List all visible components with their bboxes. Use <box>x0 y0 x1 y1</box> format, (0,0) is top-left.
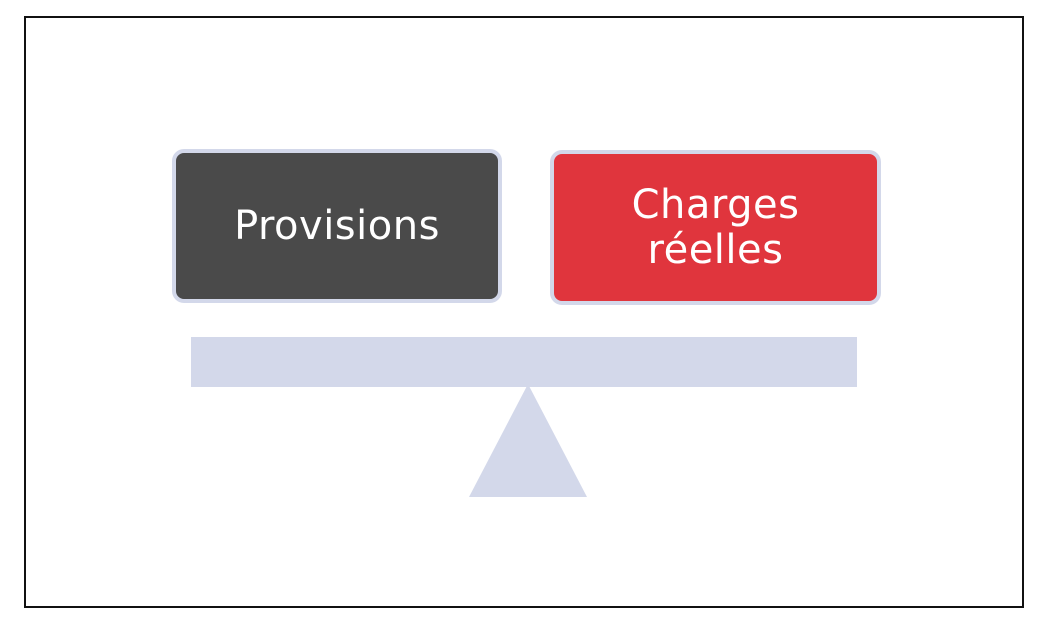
diagram-frame <box>24 16 1024 608</box>
charges-reelles-box: Charges réelles <box>550 150 881 305</box>
provisions-box: Provisions <box>172 149 502 303</box>
scale-beam <box>191 337 857 387</box>
scale-fulcrum-icon <box>469 384 587 497</box>
fulcrum-triangle <box>469 384 587 497</box>
provisions-label: Provisions <box>234 202 440 249</box>
scale-beam-shape <box>191 337 857 387</box>
charges-reelles-label: Charges réelles <box>631 181 800 273</box>
